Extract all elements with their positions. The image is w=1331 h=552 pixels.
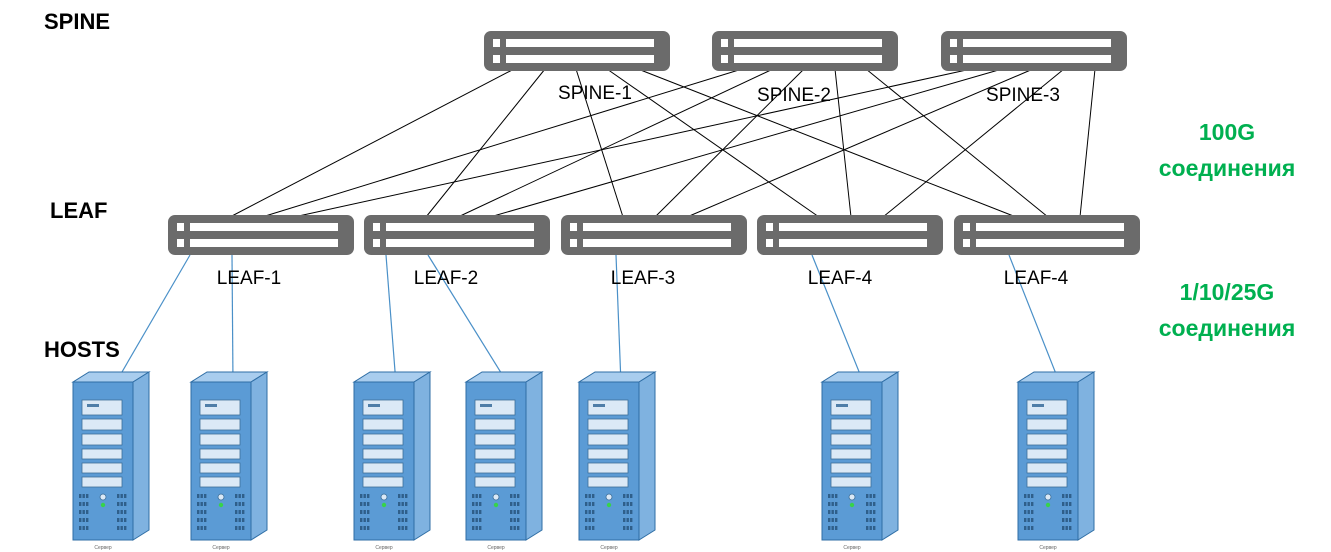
link-l3-h5 [615,254,622,385]
link-s2-l5 [865,68,1049,218]
host-caption: Сервер [94,545,112,551]
link-s1-l4 [606,68,820,218]
host-server-5[interactable]: Сервер [577,371,657,551]
link-s3-l3 [686,68,1034,218]
leaf-label: LEAF-3 [611,268,675,289]
spine-switch-1[interactable]: SPINE-1 [484,31,670,104]
host-server-6[interactable]: Сервер [820,371,900,551]
uplink-speed-label: 100G [1199,119,1255,145]
link-s1-l2 [425,68,546,218]
link-l2-h4 [427,254,509,385]
host-server-7[interactable]: Сервер [1016,371,1096,551]
link-s3-l1 [293,68,972,218]
spine-label: SPINE-2 [757,85,831,106]
downlink-speed-label: 1/10/25G [1180,279,1275,305]
leaf-switch-1[interactable]: LEAF-1 [168,215,354,289]
link-s3-l2 [489,68,1003,218]
link-s1-l5 [637,68,1017,218]
host-server-4[interactable]: Сервер [464,371,544,551]
host-caption: Сервер [487,545,505,551]
leaf-label: LEAF-1 [217,268,281,289]
host-server-1[interactable]: Сервер [71,371,151,551]
spine-label: SPINE-3 [986,85,1060,106]
leaf-switch-2[interactable]: LEAF-2 [364,215,550,289]
leaf-label: LEAF-4 [808,268,873,289]
downlink-speed-sublabel: соединения [1159,315,1296,341]
leaf-switch-group: LEAF-1 LEAF-2 LEAF-3 LEAF-4 [168,215,1140,289]
uplink-speed-sublabel: соединения [1159,155,1296,181]
link-l1-h2 [231,254,234,385]
link-s1-l3 [575,68,624,218]
leaf-switch-5[interactable]: LEAF-4 [954,215,1140,289]
link-s3-l5 [1079,68,1096,218]
leaf-label: LEAF-4 [1004,268,1069,289]
host-server-2[interactable]: Сервер [189,371,269,551]
host-server-group: Сервер Сервер Сервер Сервер Сервер Сервер Серв… [71,371,1096,551]
spine-leaf-links [229,68,1096,218]
host-caption: Сервер [212,545,230,551]
leaf-switch-3[interactable]: LEAF-3 [561,215,747,289]
link-l1-h1 [114,254,191,385]
tier-label-hosts: HOSTS [44,337,120,362]
link-l4-h6 [811,254,865,385]
link-s2-l3 [654,68,805,218]
link-s2-l4 [834,68,852,218]
host-server-3[interactable]: Сервер [352,371,432,551]
spine-switch-3[interactable]: SPINE-3 [941,31,1127,106]
leaf-host-links [114,254,1061,385]
host-caption: Сервер [600,545,618,551]
leaf-switch-4[interactable]: LEAF-4 [757,215,943,289]
tier-label-spine: SPINE [44,9,110,34]
link-l2-h3 [385,254,397,385]
link-s3-l4 [882,68,1065,218]
spine-switch-2[interactable]: SPINE-2 [712,31,898,106]
link-s2-l2 [457,68,774,218]
spine-label: SPINE-1 [558,83,632,104]
leaf-label: LEAF-2 [414,268,478,289]
link-s2-l1 [261,68,743,218]
host-caption: Сервер [843,545,861,551]
spine-switch-group: SPINE-1 SPINE-2 SPINE-3 [484,31,1127,106]
link-l5-h7 [1008,254,1061,385]
host-caption: Сервер [1039,545,1057,551]
host-caption: Сервер [375,545,393,551]
link-s1-l1 [229,68,515,218]
tier-label-leaf: LEAF [50,198,107,223]
